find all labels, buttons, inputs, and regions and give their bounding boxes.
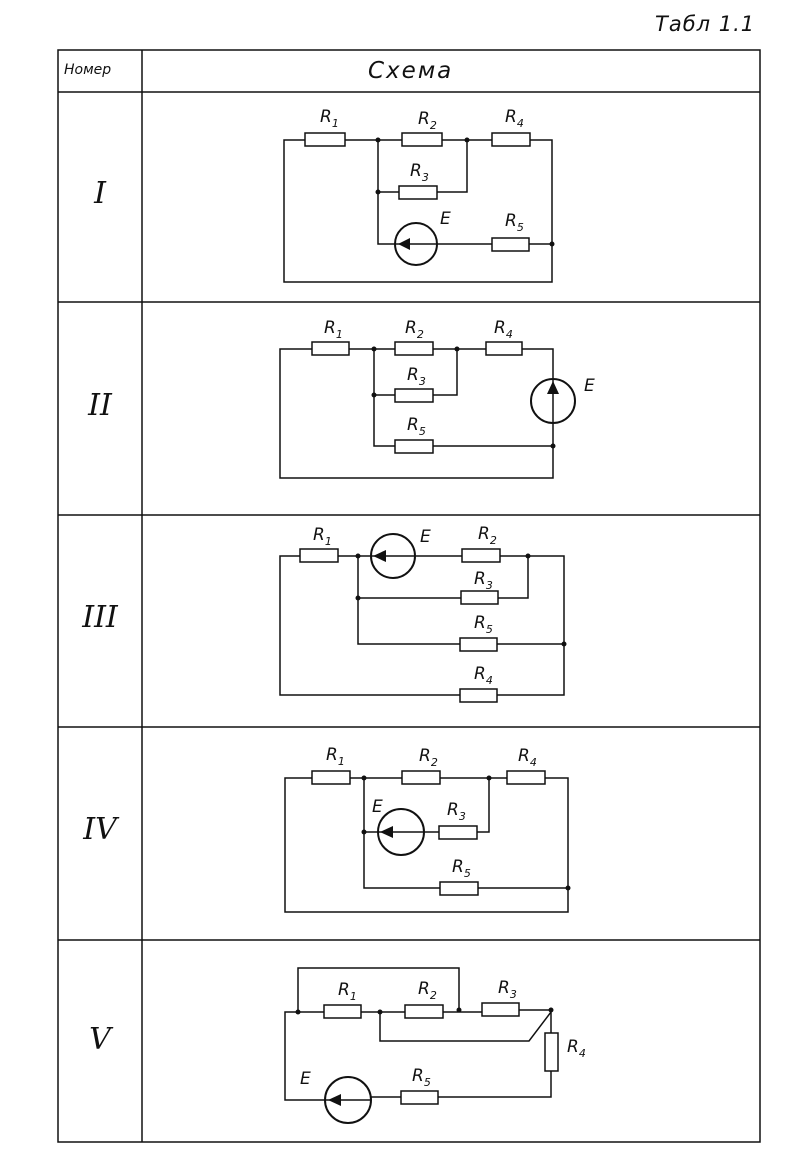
- label-r2: R2: [418, 979, 437, 1002]
- label-r5: R5: [412, 1066, 431, 1089]
- label-r4: R4: [567, 1037, 586, 1060]
- label-r1: R1: [338, 980, 357, 1003]
- label-e: E: [372, 797, 383, 817]
- label-r3: R3: [498, 978, 517, 1001]
- emf-source-e: [324, 1076, 372, 1124]
- resistor-r2: [401, 770, 441, 785]
- row-number-3: III: [82, 600, 118, 635]
- emf-source-e: [364, 808, 425, 856]
- emf-source-e: [370, 533, 416, 579]
- row-number-1: I: [94, 176, 106, 211]
- label-e: E: [440, 209, 451, 229]
- row-number-2: II: [88, 388, 112, 423]
- resistor-r5: [439, 881, 479, 896]
- emf-source-e: [530, 378, 576, 424]
- resistor-r4: [485, 341, 523, 356]
- resistor-r5: [459, 637, 498, 652]
- resistor-r1: [311, 770, 351, 785]
- resistor-r2: [401, 132, 443, 147]
- label-e: E: [300, 1069, 311, 1089]
- resistor-r2: [394, 341, 434, 356]
- label-e: E: [420, 527, 431, 547]
- resistor-r5: [400, 1090, 439, 1105]
- resistor-r3: [398, 185, 438, 200]
- resistor-r3: [438, 825, 478, 840]
- resistor-r3: [460, 590, 499, 605]
- resistor-r3: [481, 1002, 520, 1017]
- resistor-r4: [491, 132, 531, 147]
- resistor-r1: [311, 341, 350, 356]
- resistor-r4: [544, 1032, 559, 1072]
- header-scheme: Схема: [368, 58, 454, 84]
- resistor-r4: [459, 688, 498, 703]
- row-number-4: IV: [83, 812, 117, 847]
- label-e: E: [584, 376, 595, 396]
- table-caption: Табл 1.1: [655, 12, 756, 36]
- resistor-r5: [491, 237, 530, 252]
- resistor-r3: [394, 388, 434, 403]
- resistor-r1: [304, 132, 346, 147]
- resistor-r2: [461, 548, 501, 563]
- emf-source-e: [394, 222, 438, 266]
- resistor-r5: [394, 439, 434, 454]
- resistor-r1: [299, 548, 339, 563]
- resistor-r2: [404, 1004, 444, 1019]
- header-number: Номер: [64, 62, 112, 78]
- row-number-5: V: [89, 1022, 111, 1057]
- resistor-r4: [506, 770, 546, 785]
- resistor-r1: [323, 1004, 362, 1019]
